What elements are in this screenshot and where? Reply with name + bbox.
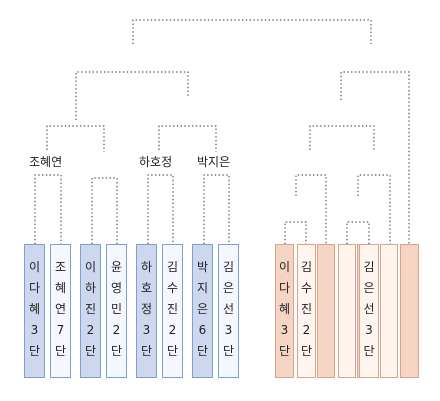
bracket-line <box>91 177 118 244</box>
player-rank: 2 <box>168 323 177 337</box>
player-rank-suffix: 단 <box>54 344 67 358</box>
round-label: 조혜연 <box>29 155 63 169</box>
player-name: 김수진 <box>166 260 179 316</box>
bracket-line <box>147 174 174 244</box>
player-rank-suffix: 단 <box>278 344 291 358</box>
bracket-line <box>340 71 410 244</box>
player-box: 이다혜 3 단 <box>24 244 45 378</box>
player-rank: 3 <box>365 323 373 337</box>
player-name: 박지은 <box>196 260 209 316</box>
player-rank: 2 <box>86 323 95 337</box>
player-box <box>400 244 419 378</box>
player-rank-suffix: 단 <box>110 344 123 358</box>
bracket-line <box>309 125 375 150</box>
player-name: 김은선 <box>222 260 235 316</box>
player-box <box>338 244 356 378</box>
player-rank-suffix: 단 <box>300 344 313 358</box>
player-name: 이다혜 <box>278 260 291 316</box>
bracket-line <box>46 125 105 152</box>
player-rank: 3 <box>224 323 233 337</box>
player-rank: 7 <box>56 323 65 337</box>
player-box: 이다혜 3 단 <box>275 244 294 378</box>
bracket-line <box>295 174 327 244</box>
player-box: 김은선 3 단 <box>359 244 379 378</box>
bracket-line <box>158 125 217 152</box>
player-box: 윤영민 2 단 <box>106 244 127 378</box>
player-name: 이다혜 <box>28 260 41 316</box>
round-label: 박지은 <box>197 155 231 169</box>
player-rank-suffix: 단 <box>84 344 97 358</box>
player-name: 윤영민 <box>110 260 123 316</box>
bracket-line <box>75 71 189 120</box>
player-box: 하호정 3 단 <box>136 244 157 378</box>
bracket-line <box>34 174 62 244</box>
player-box: 김수진 2 단 <box>297 244 316 378</box>
player-rank: 3 <box>30 323 39 337</box>
player-rank: 2 <box>112 323 121 337</box>
player-rank-suffix: 단 <box>140 344 153 358</box>
player-rank: 6 <box>198 323 207 337</box>
player-rank-suffix: 단 <box>28 344 41 358</box>
player-box: 박지은 6 단 <box>192 244 213 378</box>
player-rank-suffix: 단 <box>166 344 179 358</box>
player-box: 조혜연 7 단 <box>50 244 71 378</box>
player-rank: 2 <box>302 323 311 337</box>
player-name: 하호정 <box>140 260 153 316</box>
bracket-line <box>346 221 370 244</box>
player-box: 김수진 2 단 <box>162 244 183 378</box>
player-box <box>380 244 398 378</box>
player-rank-suffix: 단 <box>363 344 375 358</box>
player-rank-suffix: 단 <box>222 344 235 358</box>
player-rank: 3 <box>142 323 151 337</box>
bracket-line <box>357 174 391 244</box>
bracket-line <box>284 221 307 244</box>
player-name: 이하진 <box>84 260 97 316</box>
player-box: 이하진 2 단 <box>80 244 101 378</box>
player-name: 김은선 <box>363 260 375 316</box>
player-name: 조혜연 <box>54 260 67 316</box>
bracket-line <box>132 19 372 44</box>
player-box <box>317 244 335 378</box>
round-label: 하호정 <box>139 155 173 169</box>
player-box: 김은선 3 단 <box>218 244 239 378</box>
bracket-line <box>203 174 230 244</box>
player-name: 김수진 <box>300 260 313 316</box>
player-rank-suffix: 단 <box>196 344 209 358</box>
player-rank: 3 <box>280 323 289 337</box>
